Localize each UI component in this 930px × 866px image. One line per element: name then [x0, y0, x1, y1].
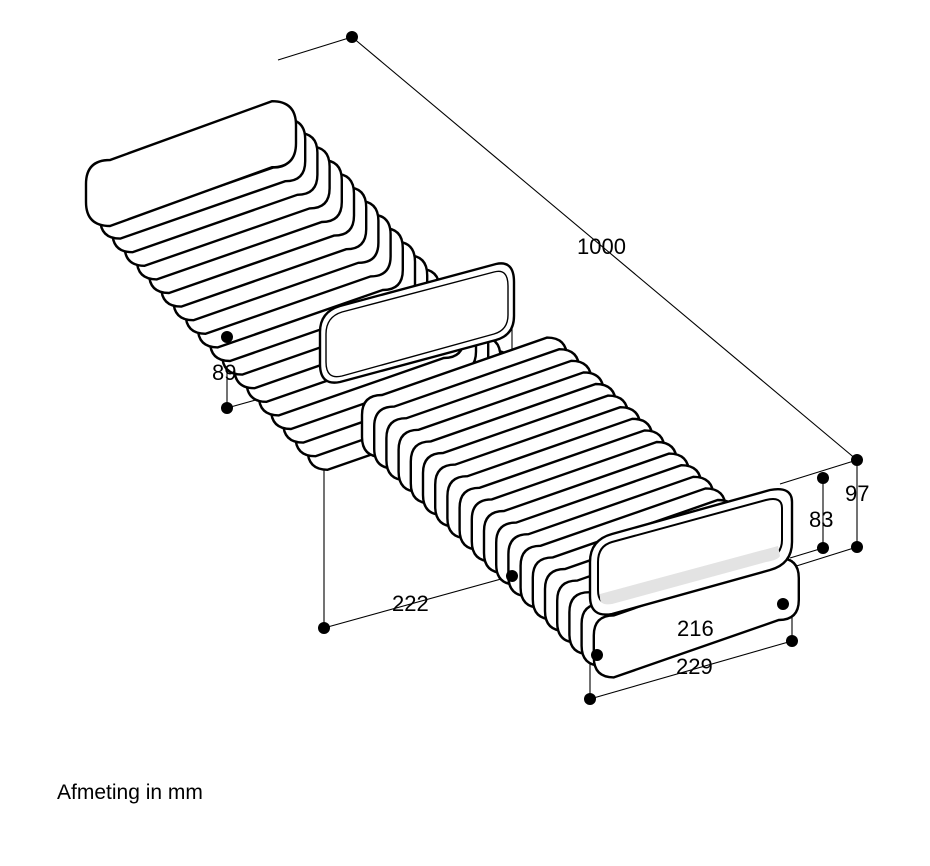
dim-dot	[318, 622, 330, 634]
dim-dot	[777, 598, 789, 610]
duct-rib	[84, 99, 298, 228]
dimension-labels: 1000 97 83 216 229 222 89	[212, 234, 869, 679]
duct-inner-floor	[600, 546, 780, 605]
dim-dot	[817, 542, 829, 554]
dim-dot	[786, 635, 798, 647]
caption: Afmeting in mm	[57, 781, 203, 804]
connector-inner-edge	[325, 270, 509, 378]
dim-dot	[851, 541, 863, 553]
connector-piece	[318, 262, 516, 384]
dim-dot	[506, 570, 518, 582]
dim-dot	[817, 472, 829, 484]
inner-width-label: 216	[677, 616, 714, 641]
dim-dot	[221, 331, 233, 343]
outer-width-label: 229	[676, 654, 713, 679]
dim-dot	[221, 402, 233, 414]
dim-dot	[346, 31, 358, 43]
duct-left-section	[84, 99, 514, 472]
dimension-endpoints	[221, 31, 863, 705]
duct-right-section	[360, 336, 800, 679]
dim-dot	[591, 649, 603, 661]
duct-opening	[597, 498, 783, 604]
connector-body	[318, 262, 516, 384]
dim-dot	[851, 454, 863, 466]
connector-height-label: 89	[212, 360, 236, 385]
dim-dot	[584, 693, 596, 705]
outer-height-label: 97	[845, 481, 869, 506]
inner-height-label: 83	[809, 507, 833, 532]
length-label: 1000	[577, 234, 626, 259]
connector-length-label: 222	[392, 591, 429, 616]
